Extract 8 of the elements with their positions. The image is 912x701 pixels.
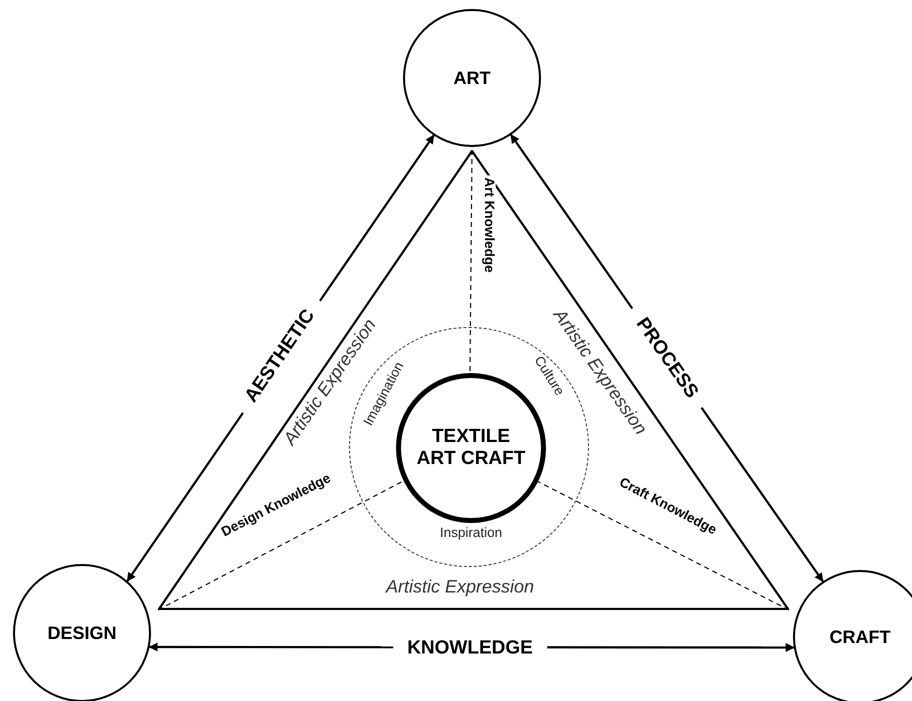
- side-label: Artistic Expression: [386, 576, 534, 598]
- edge-label: Art Knowledge: [482, 175, 496, 275]
- node-label: DESIGN: [47, 622, 116, 644]
- dashed-line: [158, 480, 404, 610]
- node-label: CRAFT: [830, 626, 890, 648]
- node-label: ART: [454, 66, 490, 90]
- node-label: TEXTILE ART CRAFT: [416, 426, 526, 470]
- ring-label: Inspiration: [440, 524, 502, 542]
